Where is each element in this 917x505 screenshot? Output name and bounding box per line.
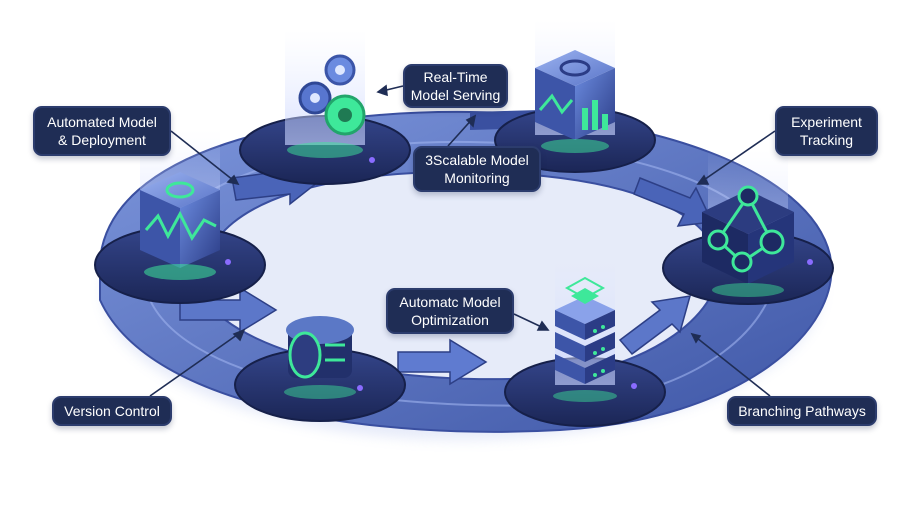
leader-deployment <box>170 130 239 185</box>
arrow-to-optimization <box>397 338 488 386</box>
label-line: Branching Pathways <box>738 403 866 419</box>
label-automatic-optimization: Automatc Model Optimization <box>386 288 514 334</box>
leader-lines <box>149 84 776 397</box>
leader-version <box>149 329 245 397</box>
leader-arrowhead <box>232 328 246 342</box>
label-line: Experiment <box>791 114 862 130</box>
label-real-time-serving: Real-Time Model Serving <box>403 64 508 108</box>
label-scalable-monitoring: 3Scalable Model Monitoring <box>413 146 541 192</box>
label-line: Automatc Model <box>399 294 501 310</box>
bar-icon <box>602 114 608 130</box>
ring-icon <box>165 181 195 199</box>
label-line: Model Serving <box>410 87 501 103</box>
label-line: & Deployment <box>58 132 146 148</box>
arrow-branch <box>618 295 692 356</box>
node-version <box>234 316 406 422</box>
trend-chart-icon <box>538 93 574 115</box>
glow-base <box>541 139 609 153</box>
arrow-to-tracking <box>633 177 714 227</box>
leader-branching <box>691 333 771 397</box>
label-line: Tracking <box>799 132 854 148</box>
label-line: Version Control <box>64 403 160 419</box>
layer-icon <box>564 276 606 300</box>
label-line: 3Scalable Model <box>425 152 529 168</box>
label-line: Optimization <box>411 312 489 328</box>
label-experiment-tracking: Experiment Tracking <box>775 106 878 156</box>
gear-hub <box>338 108 352 122</box>
layer-icon <box>571 288 599 304</box>
glow-base <box>712 283 784 297</box>
cube-left <box>140 190 180 268</box>
label-version-control: Version Control <box>52 396 172 426</box>
leader-arrowhead <box>376 84 388 97</box>
cube-left <box>535 68 575 140</box>
gear-hub <box>335 65 345 75</box>
bar-icon <box>592 100 598 130</box>
leader-arrowhead <box>696 174 710 185</box>
gear-hub <box>310 93 320 103</box>
leader-tracking <box>697 130 776 185</box>
leader-arrowhead <box>536 320 550 331</box>
glow-base <box>144 264 216 280</box>
node-serving <box>239 30 411 185</box>
glow-base <box>553 390 617 402</box>
label-automated-deployment: Automated Model & Deployment <box>33 106 171 156</box>
label-line: Monitoring <box>444 170 510 186</box>
server-stack-icon <box>555 296 615 384</box>
node-tracking <box>662 150 834 305</box>
leader-arrowhead <box>690 332 702 344</box>
cylinder-storage-icon <box>288 331 322 379</box>
glow-base <box>284 385 356 399</box>
network-graph-icon <box>707 185 785 273</box>
arrow-to-version <box>179 286 278 334</box>
label-line: Real-Time <box>423 69 488 85</box>
label-branching-pathways: Branching Pathways <box>727 396 877 426</box>
leader-arrowhead <box>465 114 477 128</box>
bar-icon <box>582 108 588 130</box>
node-optimization <box>504 255 666 427</box>
glow-base <box>287 142 363 158</box>
cube-right <box>180 190 220 268</box>
label-line: Automated Model <box>47 114 157 130</box>
waveform-chart-icon <box>144 210 217 241</box>
target-icon <box>559 59 591 77</box>
node-deployment <box>94 130 266 304</box>
leader-arrowhead <box>226 174 240 186</box>
